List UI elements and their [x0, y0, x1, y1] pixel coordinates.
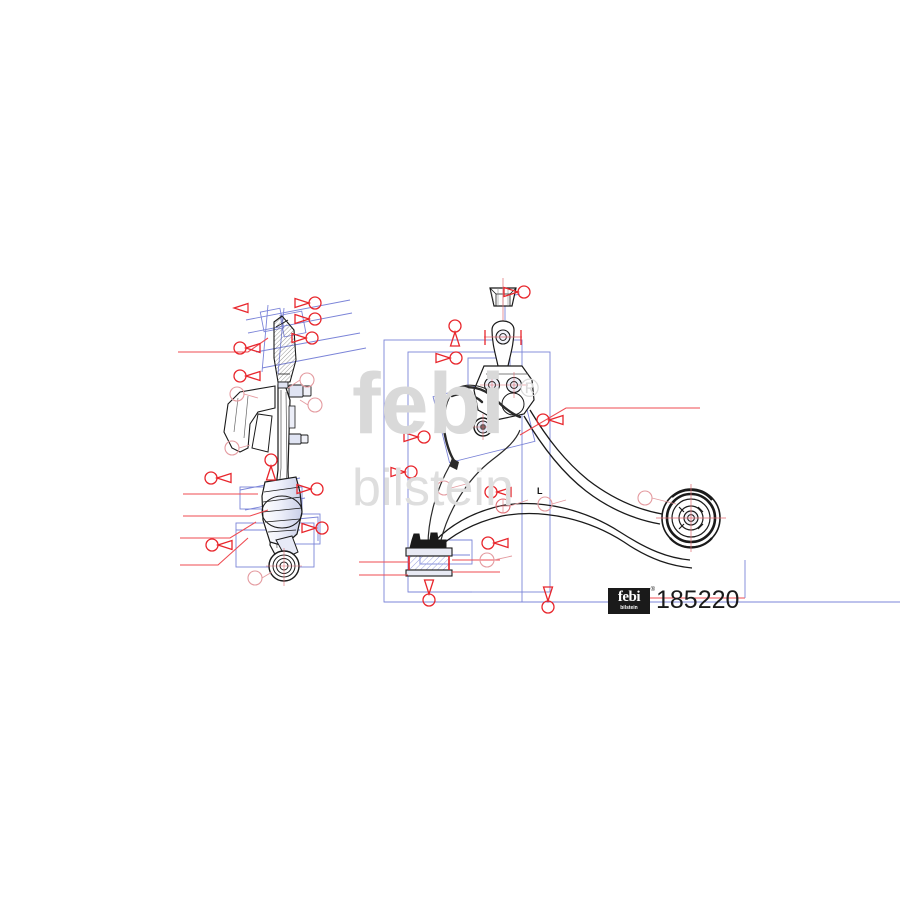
plan-view-rear-hydro-bushing — [656, 484, 726, 552]
plan-view-construction-frame — [383, 292, 900, 603]
side-marking-label: L — [537, 486, 543, 496]
plan-view-clip-end — [449, 458, 459, 470]
side-view-balloons — [204, 296, 329, 552]
plan-view-arm-body — [433, 409, 693, 569]
brand-logo-block: febi bilstein ® 185220 — [608, 586, 739, 615]
plan-view-ball-joint-housing — [473, 365, 535, 421]
side-view-leader-lines — [178, 337, 269, 566]
plan-view-small-fastener — [470, 414, 496, 440]
plan-view-front-bushing — [405, 532, 453, 577]
plan-view-clip-inner — [456, 384, 497, 397]
side-view-ball-joint-housing — [261, 476, 303, 559]
bilstein-logo-text: bilstein — [620, 605, 638, 611]
side-view-bolt-bosses — [288, 384, 312, 445]
febi-logo-text: febi — [617, 589, 641, 605]
part-number-label: 185220 — [656, 586, 740, 614]
side-view-ball-joint-boot — [273, 315, 297, 389]
side-view-group — [178, 296, 367, 586]
febi-logo-mark: febi bilstein ® — [608, 587, 655, 614]
registered-trademark-icon: ® — [650, 586, 655, 593]
side-view-ref-circles — [224, 372, 323, 586]
plan-view-retaining-clip — [442, 386, 522, 464]
plan-view-linkage-wires — [427, 429, 521, 546]
plan-view-group — [359, 278, 900, 614]
side-view-mounting-bracket — [223, 385, 276, 453]
side-view-rear-bushing — [266, 548, 302, 586]
plan-view-ref-circles — [436, 480, 677, 568]
plan-view-ball-joint-head — [484, 320, 522, 367]
